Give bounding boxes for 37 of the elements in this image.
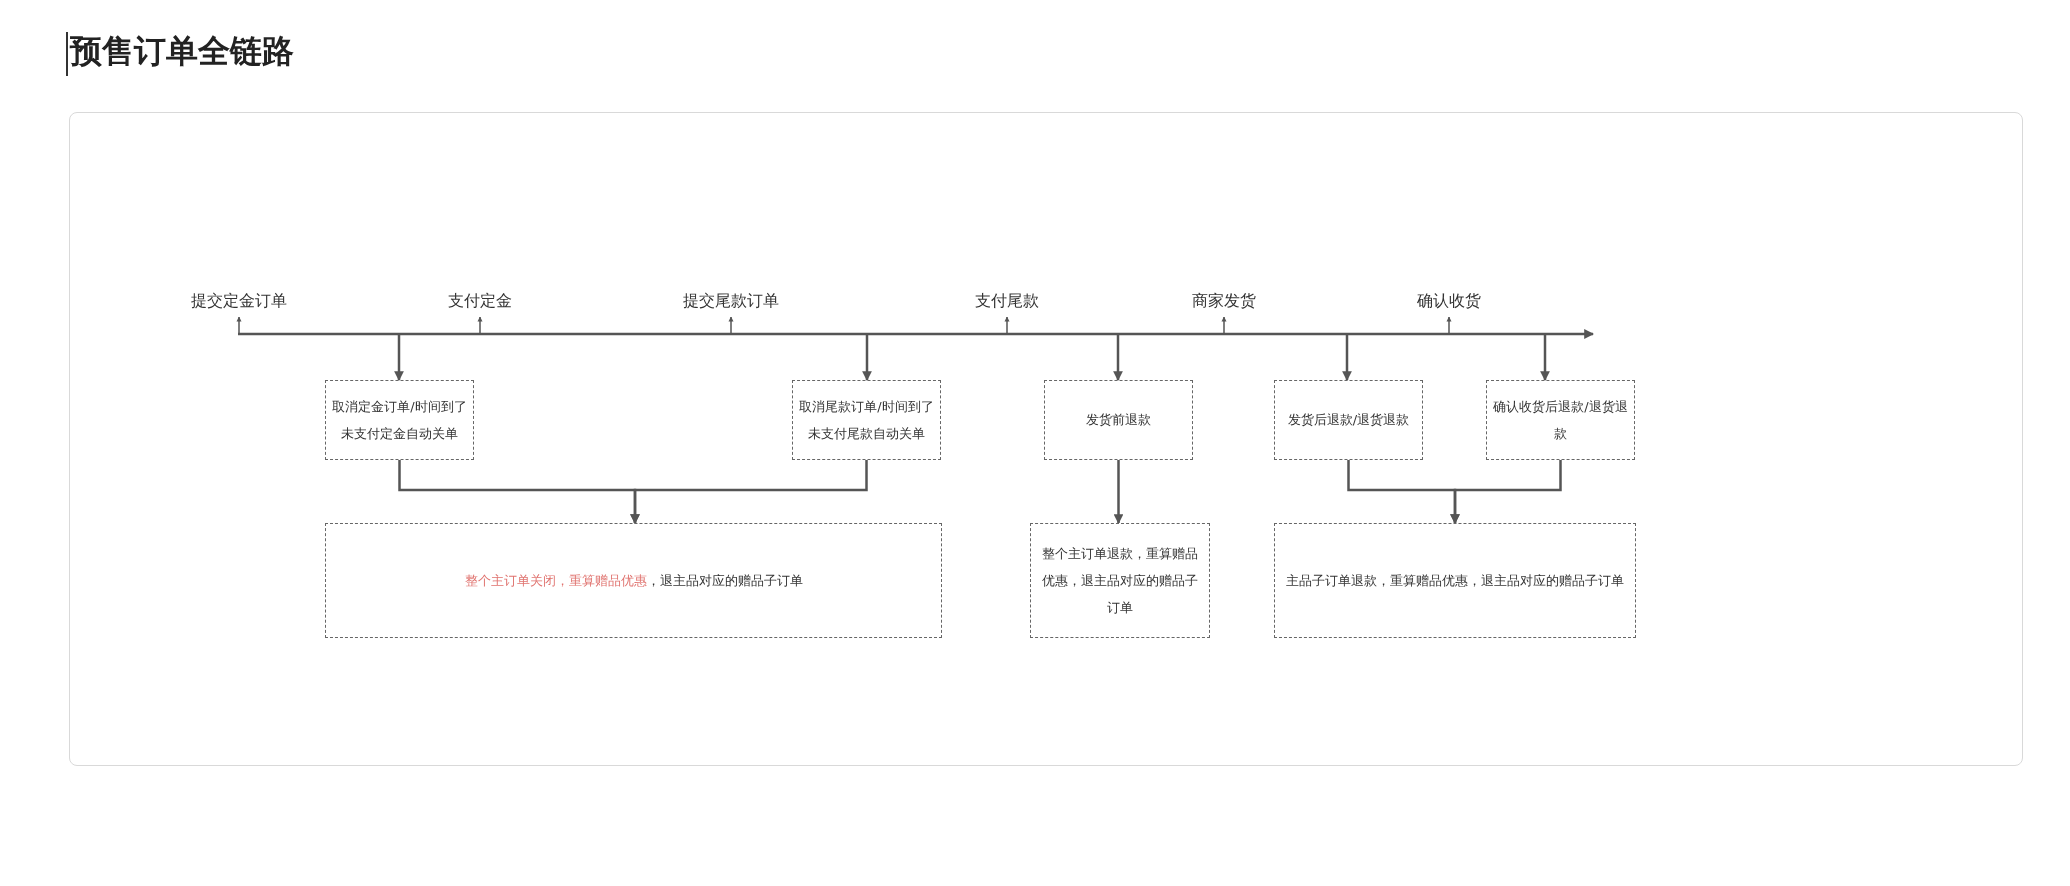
process-box <box>1486 380 1635 460</box>
tick-arrow <box>1446 316 1452 335</box>
box-text: 整个主订单关闭，重算赠品优惠，退主品对应的赠品子订单 <box>464 571 803 590</box>
arrow <box>1540 335 1550 381</box>
arrow <box>1113 335 1123 381</box>
milestone-label: 商家发货 <box>1192 291 1256 311</box>
page-title: 预售订单全链路 <box>70 31 294 72</box>
arrow <box>630 460 868 524</box>
tick-arrow <box>1004 316 1010 335</box>
box-text: 整个主订单退款，重算赠品优惠，退主品对应的赠品子订单 <box>1041 544 1199 618</box>
process-box <box>325 523 942 638</box>
process-box <box>1274 380 1423 460</box>
process-box <box>792 380 941 460</box>
box-text: 发货后退款/退货退款 <box>1287 411 1410 430</box>
arrow <box>1450 460 1562 524</box>
milestone-label: 提交定金订单 <box>191 291 287 311</box>
milestone-label: 支付定金 <box>448 291 512 311</box>
box-text: 取消定金订单/时间到了未支付定金自动关单 <box>332 397 467 443</box>
tick-arrow <box>477 316 483 335</box>
arrow <box>1113 460 1124 524</box>
box-text: 主品子订单退款，重算赠品优惠，退主品对应的赠品子订单 <box>1286 571 1624 590</box>
milestone-label: 提交尾款订单 <box>683 291 779 311</box>
process-box <box>1274 523 1636 638</box>
tick-arrow <box>728 316 734 335</box>
process-box <box>325 380 474 460</box>
box-text: 取消尾款订单/时间到了未支付尾款自动关单 <box>799 397 934 443</box>
box-text: 确认收货后退款/退货退款 <box>1493 397 1628 443</box>
milestone-label: 支付尾款 <box>975 291 1039 311</box>
tick-arrow <box>1221 316 1227 335</box>
process-box <box>1030 523 1210 638</box>
arrow <box>394 335 404 381</box>
milestone-label: 确认收货 <box>1417 291 1481 311</box>
tick-arrow <box>236 316 242 335</box>
arrow <box>1342 335 1352 381</box>
process-box <box>1044 380 1193 460</box>
arrow <box>862 335 872 381</box>
box-text: 发货前退款 <box>1086 411 1151 430</box>
